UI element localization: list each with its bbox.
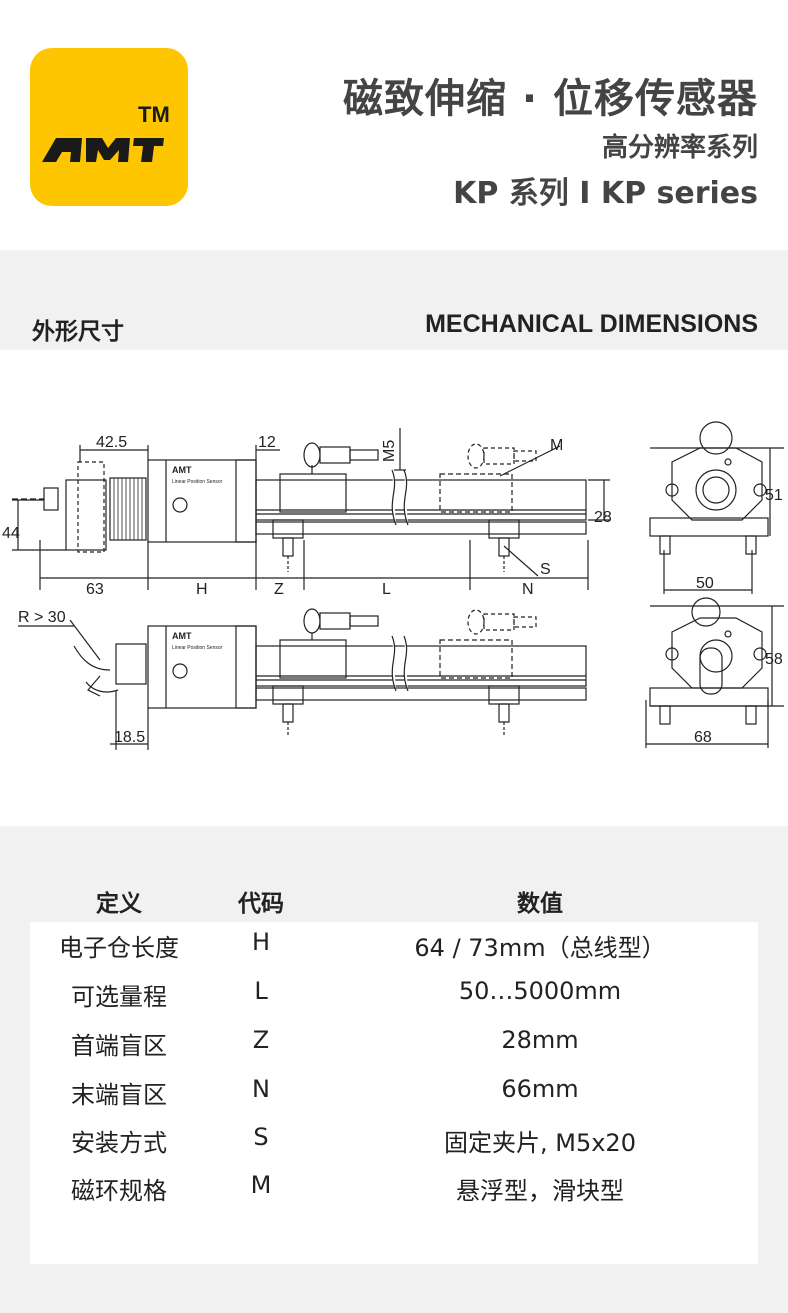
cell-definition: 电子仓长度 (59, 934, 179, 962)
sensor-rod-bottom (255, 645, 587, 687)
dim-68: 68 (694, 729, 712, 746)
cell-code: N (252, 1075, 270, 1103)
dim-l: L (382, 581, 391, 598)
end-view-bottom (645, 597, 784, 748)
dim-12: 12 (258, 434, 276, 451)
mechanical-drawing: AMT Linear Position Sensor (0, 350, 788, 826)
cell-value: 64 / 73mm（总线型） (414, 934, 666, 962)
cell-value: 50…5000mm (458, 977, 622, 1005)
table-row: 可选量程 L 50…5000mm (30, 971, 758, 1019)
sensor-rod-top (255, 479, 587, 521)
header-value: 数值 (517, 891, 563, 917)
cell-definition: 可选量程 (71, 983, 167, 1011)
page-title: 磁致伸缩 · 位移传感器 (342, 76, 758, 122)
section-title-cn: 外形尺寸 (32, 319, 124, 345)
cell-value: 固定夹片, M5x20 (444, 1129, 636, 1157)
section-title-en: MECHANICAL DIMENSIONS (425, 310, 758, 338)
table-row: 末端盲区 N 66mm (30, 1069, 758, 1117)
svg-text:Linear Position Sensor: Linear Position Sensor (172, 645, 223, 651)
cell-code: Z (252, 1026, 270, 1054)
amt-logo-graphic: TM (42, 102, 170, 162)
amt-logo: TM (30, 48, 188, 206)
connector-body-top (65, 479, 107, 551)
dim-n: N (522, 581, 534, 598)
svg-text:Linear Position Sensor: Linear Position Sensor (172, 479, 223, 485)
dim-63: 63 (86, 581, 104, 598)
table-row: 磁环规格 M 悬浮型，滑块型 (30, 1165, 758, 1213)
spec-table-section: 定义 代码 数值 电子仓长度 H 64 / 73mm（总线型） 可选量程 L 5… (0, 826, 788, 1313)
header-code: 代码 (238, 891, 284, 917)
dim-h: H (196, 581, 208, 598)
dimension-drawing-svg: AMT Linear Position Sensor (2, 421, 784, 750)
cell-code: H (251, 928, 271, 956)
dim-18-5: 18.5 (114, 729, 145, 746)
spec-table: 电子仓长度 H 64 / 73mm（总线型） 可选量程 L 50…5000mm … (30, 922, 758, 1264)
dim-m5: M5 (381, 440, 398, 462)
dim-58: 58 (765, 651, 783, 668)
dim-z: Z (274, 581, 284, 598)
cell-value: 66mm (501, 1075, 579, 1103)
electronics-housing-bottom (147, 625, 257, 709)
cell-value: 28mm (501, 1026, 579, 1054)
page-subtitle: 高分辨率系列 (601, 133, 758, 163)
dim-m: M (550, 437, 563, 454)
dim-42-5: 42.5 (96, 434, 127, 451)
dim-r30: R > 30 (18, 609, 66, 626)
dim-50: 50 (696, 575, 714, 592)
floating-magnet-top (439, 473, 513, 513)
cell-definition: 末端盲区 (71, 1081, 167, 1109)
slider-magnet-top (279, 473, 347, 513)
trademark-text: TM (138, 102, 170, 127)
electronics-housing-top (147, 459, 257, 543)
table-row: 首端盲区 Z 28mm (30, 1020, 758, 1068)
header: TM 磁致伸缩 · 位移传感器 高分辨率系列 KP 系列 I KP series (0, 0, 788, 250)
dim-s: S (540, 561, 551, 578)
connector-body-bottom (115, 643, 147, 685)
cell-code: M (250, 1171, 272, 1199)
section-header: 外形尺寸 MECHANICAL DIMENSIONS (0, 250, 788, 350)
table-row: 电子仓长度 H 64 / 73mm（总线型） (30, 922, 758, 970)
dim-51: 51 (765, 487, 783, 504)
cell-code: L (254, 977, 268, 1005)
dim-28: 28 (594, 509, 612, 526)
spec-table-header: 定义 代码 数值 (0, 884, 788, 920)
cell-value: 悬浮型，滑块型 (456, 1177, 624, 1205)
dim-44: 44 (2, 525, 20, 542)
end-view-top (649, 421, 784, 594)
table-row: 安装方式 S 固定夹片, M5x20 (30, 1117, 758, 1165)
header-definition: 定义 (96, 891, 142, 917)
cell-code: S (253, 1123, 269, 1151)
cell-definition: 磁环规格 (71, 1177, 167, 1205)
series-label: KP 系列 I KP series (453, 176, 758, 211)
cell-definition: 安装方式 (71, 1129, 167, 1157)
svg-text:AMT: AMT (172, 465, 192, 475)
cell-definition: 首端盲区 (71, 1032, 167, 1060)
svg-text:AMT: AMT (172, 631, 192, 641)
